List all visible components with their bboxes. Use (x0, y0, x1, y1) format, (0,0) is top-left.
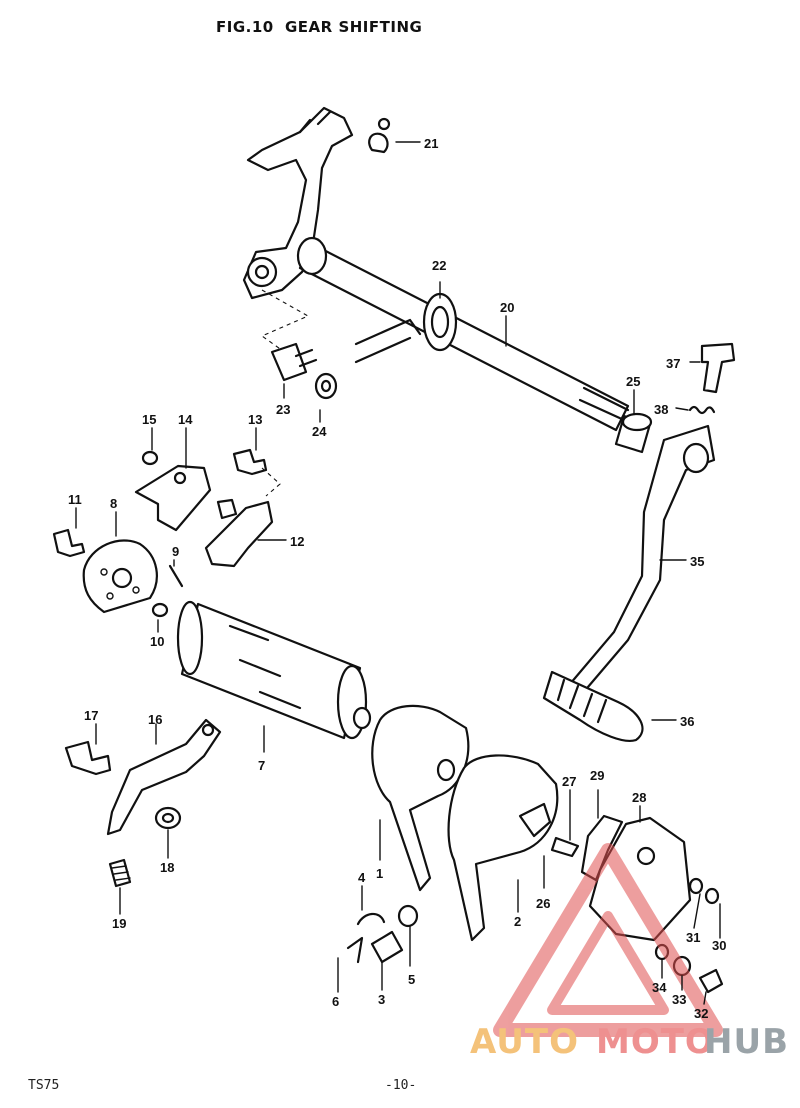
part-13-screw (232, 448, 268, 476)
part-36-pedal-rubber (542, 670, 644, 742)
callout-8: 8 (110, 496, 117, 511)
leader-lines (75, 141, 721, 1005)
part-10-screw (151, 602, 169, 618)
part-32-bolt (698, 968, 724, 994)
part-16-arm (106, 718, 222, 836)
callout-32: 32 (694, 1006, 708, 1021)
callout-38: 38 (654, 402, 668, 417)
callout-5: 5 (408, 972, 415, 987)
figure-title: GEAR SHIFTING (285, 18, 423, 36)
callout-22: 22 (432, 258, 446, 273)
callout-18: 18 (160, 860, 174, 875)
part-26-cam (518, 802, 552, 838)
callout-30: 30 (712, 938, 726, 953)
watermark-text-auto: AUTO (470, 1022, 579, 1062)
part-24-washer (314, 372, 338, 400)
callout-24: 24 (312, 424, 327, 439)
watermark-logo-icon (493, 843, 723, 1037)
part-19-spring (108, 858, 132, 888)
part-35-gearshift-pedal (568, 424, 716, 696)
part-21-circlip (368, 117, 391, 154)
callout-16: 16 (148, 712, 162, 727)
part-15-screw (141, 450, 159, 466)
part-18-washer (154, 806, 182, 830)
part-38-spring (688, 405, 716, 415)
part-25-bushing (614, 412, 653, 454)
callout-labels: 1 2 3 4 5 6 7 8 9 10 11 12 13 14 15 16 1… (68, 136, 726, 1021)
callout-37: 37 (666, 356, 680, 371)
gearshift-cam-arms (354, 318, 422, 364)
model-code: TS75 (28, 1078, 60, 1093)
figure-number: FIG.10 (216, 18, 274, 36)
callout-12: 12 (290, 534, 304, 549)
callout-10: 10 (150, 634, 164, 649)
part-37-bolt (700, 342, 736, 394)
page-number: -10- (385, 1078, 417, 1093)
callout-2: 2 (514, 914, 521, 929)
callout-6: 6 (332, 994, 339, 1009)
callout-34: 34 (652, 980, 667, 995)
callout-33: 33 (672, 992, 686, 1007)
callout-4: 4 (358, 870, 366, 885)
part-9-pin (168, 564, 184, 588)
part-12-stopper-plate (204, 498, 274, 568)
part-30-screw (704, 887, 720, 905)
part-2-shift-fork (447, 754, 559, 942)
part-3-roller (370, 930, 404, 964)
callout-15: 15 (142, 412, 156, 427)
callout-20: 20 (500, 300, 514, 315)
callout-9: 9 (172, 544, 179, 559)
callout-21: 21 (424, 136, 438, 151)
part-23-bolt (270, 342, 318, 382)
part-5-roller (397, 904, 419, 928)
part-14-plate (134, 464, 212, 532)
callout-26: 26 (536, 896, 550, 911)
callout-27: 27 (562, 774, 576, 789)
part-7-gearshift-cam (176, 600, 372, 740)
gearshift-lever-arm (242, 106, 354, 300)
part-31-washer (688, 877, 704, 895)
gearshift-shaft (296, 236, 630, 432)
callout-28: 28 (632, 790, 646, 805)
callout-17: 17 (84, 708, 98, 723)
assembly-line-23 (260, 289, 310, 357)
part-17-bolt (64, 740, 112, 776)
part-6-cotter-pin (346, 936, 364, 964)
callout-7: 7 (258, 758, 265, 773)
callout-23: 23 (276, 402, 290, 417)
assembly-line-13 (261, 467, 281, 497)
callout-3: 3 (378, 992, 385, 1007)
part-22-oil-seal (422, 292, 458, 352)
callout-11: 11 (68, 492, 82, 507)
callout-1: 1 (376, 866, 383, 881)
callout-31: 31 (686, 930, 700, 945)
part-8-cam-guide (82, 539, 158, 614)
callout-13: 13 (248, 412, 262, 427)
watermark: AUTO MOTO HUB (470, 1022, 800, 1066)
part-27-screw (550, 836, 580, 858)
callout-29: 29 (590, 768, 604, 783)
callout-35: 35 (690, 554, 704, 569)
callout-36: 36 (680, 714, 694, 729)
part-11-screw (52, 528, 86, 558)
callout-19: 19 (112, 916, 126, 931)
callout-14: 14 (178, 412, 193, 427)
callout-25: 25 (626, 374, 640, 389)
watermark-text-hub: HUB (704, 1022, 789, 1062)
part-4-pin (356, 912, 386, 926)
watermark-text-moto: MOTO (596, 1022, 715, 1062)
